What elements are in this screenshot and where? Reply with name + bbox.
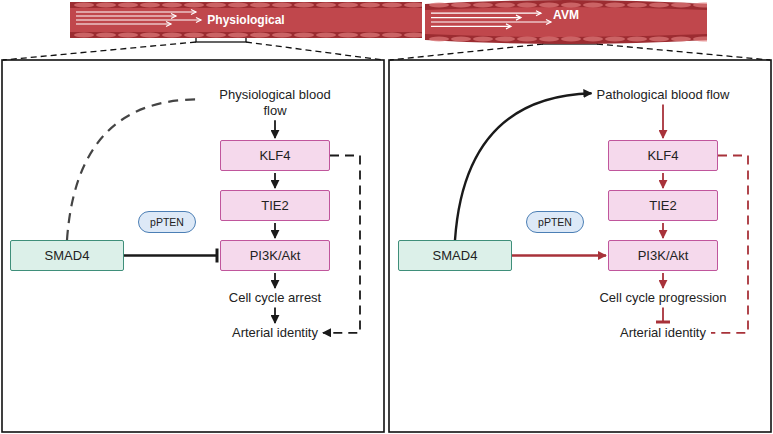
arrow-connector bbox=[512, 254, 606, 257]
node-text: TIE2 bbox=[649, 198, 676, 213]
outcome-label: Cell cycle arrest bbox=[200, 289, 350, 307]
node-text: pPTEN bbox=[150, 216, 184, 228]
flow-label: Pathological blood flow bbox=[593, 86, 733, 104]
arrow-connector bbox=[662, 223, 664, 238]
node-text: Physiological bbox=[207, 13, 284, 27]
node-text: SMAD4 bbox=[433, 248, 478, 263]
arrow-connector bbox=[662, 273, 664, 288]
process-box: PI3K/Akt bbox=[220, 240, 330, 271]
outcome-label: Arterial identity bbox=[588, 324, 738, 342]
node-text: AVM bbox=[553, 8, 579, 22]
node-text: Arterial identity bbox=[232, 325, 318, 341]
inhibition-connector bbox=[124, 254, 217, 257]
arrow-connector bbox=[67, 99, 202, 240]
arrow-connector bbox=[274, 223, 276, 238]
outcome-label: Arterial identity bbox=[200, 324, 350, 342]
arrow-connector bbox=[274, 308, 276, 323]
process-box: KLF4 bbox=[608, 140, 718, 171]
zoom-line bbox=[390, 44, 770, 60]
outcome-label: Cell cycle progression bbox=[578, 289, 748, 307]
panel-frame bbox=[2, 60, 384, 432]
arrow-connector bbox=[274, 273, 276, 288]
process-box: TIE2 bbox=[220, 190, 330, 221]
node-text: TIE2 bbox=[261, 198, 288, 213]
node-text: PI3K/Akt bbox=[638, 248, 689, 263]
zoom-line bbox=[3, 42, 383, 60]
node-text: pPTEN bbox=[538, 216, 572, 228]
inhibition-connector bbox=[662, 308, 664, 322]
arrow-connector bbox=[274, 120, 276, 138]
node-text: KLF4 bbox=[647, 148, 678, 163]
arrow-connector bbox=[662, 173, 664, 188]
phospho-pill: pPTEN bbox=[138, 211, 196, 233]
vessel-illustration bbox=[425, 0, 707, 44]
arrow-connector bbox=[455, 93, 592, 240]
process-box: PI3K/Akt bbox=[608, 240, 718, 271]
node-text: KLF4 bbox=[259, 148, 290, 163]
vessel-band: Physiological bbox=[70, 0, 422, 40]
node-text: PI3K/Akt bbox=[250, 248, 301, 263]
node-text: Arterial identity bbox=[620, 325, 706, 341]
node-text: Pathological blood flow bbox=[597, 87, 730, 103]
node-text: Physiological blood flow bbox=[207, 87, 343, 118]
arrow-connector bbox=[662, 105, 664, 138]
regulator-box: SMAD4 bbox=[10, 240, 124, 271]
flow-label: Physiological blood flow bbox=[205, 86, 345, 119]
process-box: TIE2 bbox=[608, 190, 718, 221]
phospho-pill: pPTEN bbox=[526, 211, 584, 233]
process-box: KLF4 bbox=[220, 140, 330, 171]
node-text: Cell cycle arrest bbox=[229, 290, 321, 306]
node-text: SMAD4 bbox=[45, 248, 90, 263]
panel-frame bbox=[389, 60, 771, 432]
arrow-connector bbox=[274, 173, 276, 188]
regulator-box: SMAD4 bbox=[398, 240, 512, 271]
vessel-band: AVM bbox=[425, 0, 707, 44]
node-text: Cell cycle progression bbox=[599, 290, 726, 306]
